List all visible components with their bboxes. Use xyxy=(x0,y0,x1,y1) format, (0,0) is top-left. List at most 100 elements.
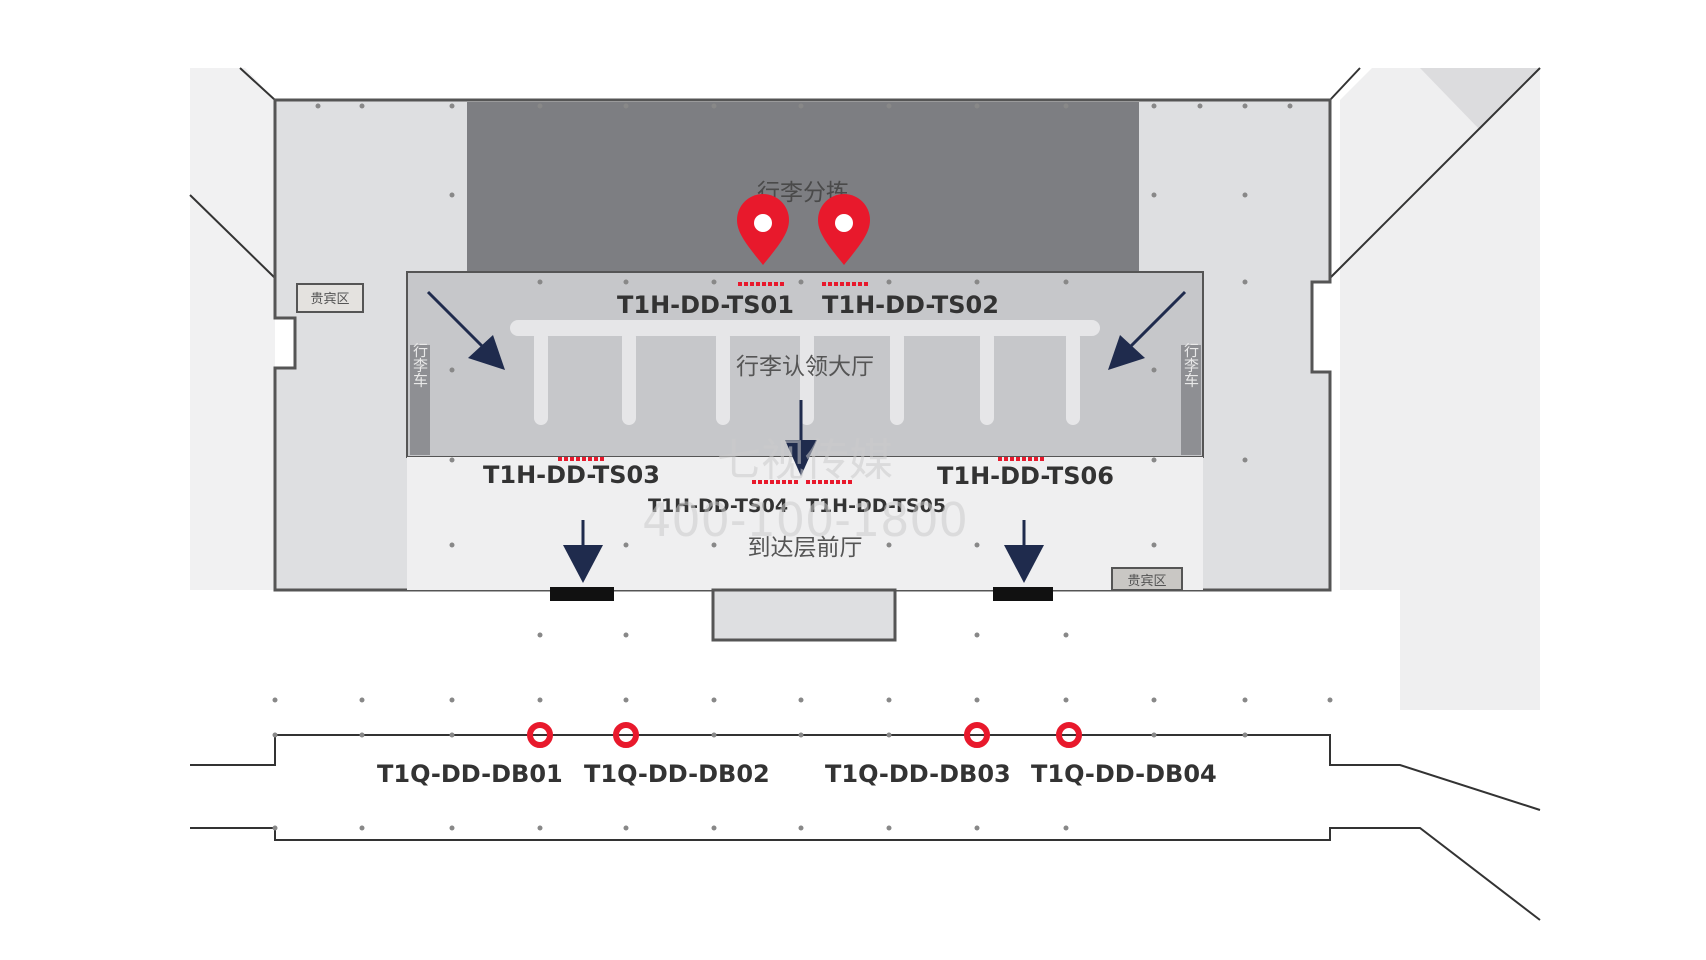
pillar-dot xyxy=(359,732,365,738)
point-label-db04: T1Q-DD-DB04 xyxy=(1031,760,1217,788)
pillar-dot xyxy=(272,732,278,738)
direction-arrow-icon xyxy=(785,400,817,476)
carousel-mid-bar xyxy=(700,320,920,336)
pillar-dot xyxy=(974,825,980,831)
pillar-dot xyxy=(1197,103,1203,109)
pillar-dot xyxy=(886,103,892,109)
pillar-dot xyxy=(449,732,455,738)
ring-marker-icon[interactable] xyxy=(527,722,553,748)
baggage-claim-label: 行李认领大厅 xyxy=(736,354,874,380)
pillar-dot xyxy=(359,825,365,831)
pillar-dot xyxy=(1242,457,1248,463)
ring-markers xyxy=(527,722,1082,748)
map-pin-icon[interactable] xyxy=(818,194,870,265)
pillar-dot xyxy=(537,825,543,831)
pillar-dot xyxy=(1063,632,1069,638)
pillar-dot xyxy=(1242,279,1248,285)
vip-box-left xyxy=(296,283,364,313)
carousel-left-bar xyxy=(510,320,720,336)
vip-label-right: 贵宾区 xyxy=(1127,573,1166,589)
pillar-dot xyxy=(886,542,892,548)
pillar-dot xyxy=(315,103,321,109)
arrival-front-hall xyxy=(407,457,1203,590)
pillar-dot xyxy=(1151,192,1157,198)
map-pin-icon[interactable] xyxy=(737,194,789,265)
pillar-dot xyxy=(1151,732,1157,738)
trolley-strip-right xyxy=(1181,345,1201,455)
direction-arrow-icon xyxy=(1108,290,1187,370)
ring-marker-icon[interactable] xyxy=(1056,722,1082,748)
pillar-dot xyxy=(449,697,455,703)
pillar-dot xyxy=(1242,192,1248,198)
vip-box-right xyxy=(1111,567,1183,591)
pillar-dot xyxy=(272,825,278,831)
pillar-dots xyxy=(272,103,1333,831)
trolley-label-right: 行李车 xyxy=(1182,343,1200,388)
pillar-dot xyxy=(537,632,543,638)
carousel-stem-3 xyxy=(716,330,730,425)
point-label-db01: T1Q-DD-DB01 xyxy=(377,760,563,788)
pillar-dot xyxy=(1242,103,1248,109)
pillar-dot xyxy=(1151,457,1157,463)
pillar-dot xyxy=(623,632,629,638)
point-label-db02: T1Q-DD-DB02 xyxy=(584,760,770,788)
pillar-dot xyxy=(359,697,365,703)
pillar-dot xyxy=(974,103,980,109)
pillar-dot xyxy=(623,103,629,109)
trolley-label-left: 行李车 xyxy=(411,343,429,388)
pillar-dot xyxy=(623,279,629,285)
pillar-dot xyxy=(711,697,717,703)
point-label-ts05: T1H-DD-TS05 xyxy=(806,495,946,517)
arrival-front-hall-label: 到达层前厅 xyxy=(748,535,863,561)
point-label-ts02: T1H-DD-TS02 xyxy=(822,291,999,319)
watermark-phone: 400-100-1800 xyxy=(642,493,968,547)
point-label-ts04: T1H-DD-TS04 xyxy=(648,495,788,517)
pillar-dot xyxy=(537,103,543,109)
pillar-dot xyxy=(711,542,717,548)
pillar-dot xyxy=(886,279,892,285)
right-outer-wing xyxy=(1340,68,1540,710)
pillar-dot xyxy=(886,732,892,738)
direction-arrow-icon xyxy=(1004,520,1044,583)
pillar-dot xyxy=(711,103,717,109)
pillar-dot xyxy=(623,825,629,831)
pillar-dot xyxy=(711,279,717,285)
pillar-dot xyxy=(798,103,804,109)
point-label-db03: T1Q-DD-DB03 xyxy=(825,760,1011,788)
pillar-dot xyxy=(537,279,543,285)
carousel-stem-2 xyxy=(622,330,636,425)
pillar-dot xyxy=(798,732,804,738)
point-label-ts03: T1H-DD-TS03 xyxy=(483,461,660,489)
pillar-dot xyxy=(1151,367,1157,373)
carousel-stem-6 xyxy=(980,330,994,425)
pillar-dot xyxy=(1242,732,1248,738)
carousel-stem-4 xyxy=(800,330,814,425)
carousel-stem-5 xyxy=(890,330,904,425)
vip-label-left: 贵宾区 xyxy=(310,291,349,307)
pillar-dot xyxy=(1151,103,1157,109)
baggage-carousels xyxy=(510,320,1100,425)
direction-arrow-icon xyxy=(563,520,603,583)
entrance-block xyxy=(711,588,897,642)
ring-marker-icon[interactable] xyxy=(964,722,990,748)
ring-marker-icon[interactable] xyxy=(613,722,639,748)
carousel-right-bar xyxy=(880,320,1100,336)
watermark-brand: 七视传媒 xyxy=(717,435,893,486)
pillar-dot xyxy=(711,825,717,831)
pillar-dot xyxy=(623,697,629,703)
pillar-dot xyxy=(798,697,804,703)
pillar-dot xyxy=(1063,697,1069,703)
pillar-dot xyxy=(974,542,980,548)
pillar-dot xyxy=(449,825,455,831)
pillar-dot xyxy=(449,103,455,109)
pillar-dot xyxy=(449,542,455,548)
pillar-dot xyxy=(1063,279,1069,285)
pillar-dot xyxy=(1063,103,1069,109)
pillar-dot xyxy=(449,367,455,373)
pillar-dot xyxy=(449,457,455,463)
pillar-dot xyxy=(1327,697,1333,703)
pillar-dot xyxy=(886,825,892,831)
pillar-dot xyxy=(1242,697,1248,703)
exit-door-left xyxy=(550,587,614,601)
